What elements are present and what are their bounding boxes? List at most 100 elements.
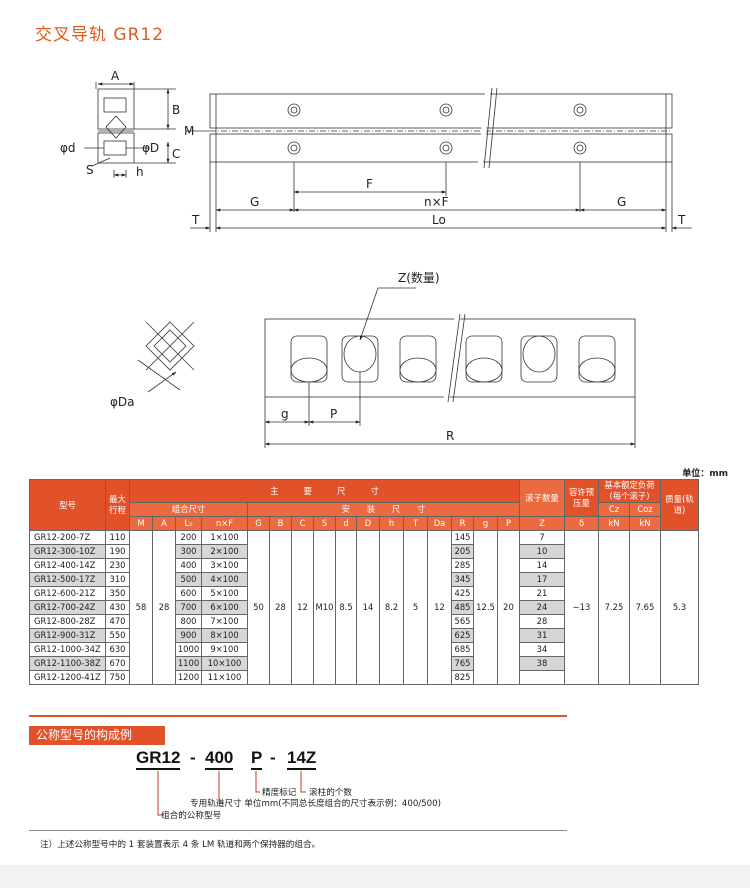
cell-nxF: 6×100	[201, 600, 248, 615]
label-T-right: T	[677, 213, 686, 227]
label-M: M	[184, 124, 194, 138]
rail-upper	[209, 93, 673, 129]
label-phi-d: φd	[60, 141, 76, 155]
label-h: h	[136, 165, 144, 179]
header-g: g	[473, 516, 498, 531]
cell-T: 5	[403, 530, 428, 685]
section-top-block	[97, 88, 135, 130]
technical-drawing: A B C M φd φD S h F G n×F G T Lo T Z(数量)…	[60, 69, 692, 448]
cell-nxF: 11×100	[201, 670, 248, 685]
code-part-precision: P	[251, 748, 263, 770]
header-G: G	[247, 516, 270, 531]
cell-D: 14	[356, 530, 380, 685]
header-S: S	[313, 516, 336, 531]
page-title: 交叉导轨 GR12	[35, 25, 165, 45]
label-G-right: G	[617, 195, 626, 209]
code-part-rollers: 14Z	[287, 748, 317, 770]
cell-L: 1200	[175, 670, 202, 685]
ann-length: 专用轨道尺寸 单位mm(不同总长度组合的尺寸表示例：400/500)	[190, 799, 441, 809]
label-C: C	[172, 147, 180, 161]
header-model: 型号	[29, 479, 106, 531]
cell-R: 485	[451, 600, 474, 615]
code-dash-1: -	[190, 748, 196, 767]
label-S: S	[86, 163, 94, 177]
ann-precision: 精度标记	[262, 788, 297, 798]
header-nxF: n×F	[201, 516, 248, 531]
header-unit-kN2: kN	[629, 516, 661, 531]
page-footer	[0, 865, 750, 888]
cell-nxF: 4×100	[201, 572, 248, 587]
footnote: 注）上述公称型号中的 1 套装置表示 4 条 LM 轨道和两个保持器的组合。	[40, 840, 321, 850]
cell-stroke: 470	[105, 614, 130, 629]
header-main-dims: 主 要 尺 寸	[129, 479, 520, 503]
section-title: 公称型号的构成例	[29, 726, 165, 745]
cell-Z: 28	[519, 614, 565, 629]
cell-g: 12.5	[473, 530, 498, 685]
cell-L: 500	[175, 572, 202, 587]
header-mass: 质量(轨道)	[660, 479, 699, 531]
label-Z: Z(数量)	[398, 270, 440, 285]
label-nxF: n×F	[424, 195, 449, 209]
cell-mass: 5.3	[660, 530, 699, 685]
header-stroke: 最大行程	[105, 479, 130, 531]
cell-model: GR12-1200-41Z	[29, 670, 106, 685]
cell-L: 700	[175, 600, 202, 615]
cell-model: GR12-900-31Z	[29, 628, 106, 643]
cell-L: 300	[175, 544, 202, 559]
header-assembly: 组合尺寸	[129, 502, 248, 517]
cell-L: 900	[175, 628, 202, 643]
cell-Da: 12	[427, 530, 452, 685]
section-divider	[29, 715, 567, 717]
roller-detail	[145, 321, 195, 371]
header-d: d	[335, 516, 357, 531]
code-part-length: 400	[205, 748, 234, 770]
cell-R: 345	[451, 572, 474, 587]
note-divider	[29, 830, 567, 831]
cell-R: 765	[451, 656, 474, 671]
cell-Z: 38	[519, 656, 565, 671]
cell-nxF: 10×100	[201, 656, 248, 671]
retainer-cage	[264, 318, 636, 398]
label-phi-D: φD	[142, 141, 159, 155]
header-B: B	[269, 516, 292, 531]
cell-model: GR12-700-24Z	[29, 600, 106, 615]
cell-model: GR12-500-17Z	[29, 572, 106, 587]
label-F: F	[366, 177, 373, 191]
cell-L: 1100	[175, 656, 202, 671]
header-Coz: Coz	[629, 502, 661, 517]
cell-R: 685	[451, 642, 474, 657]
header-R: R	[451, 516, 474, 531]
cell-Z: 10	[519, 544, 565, 559]
cell-Z	[519, 670, 565, 685]
cell-stroke: 190	[105, 544, 130, 559]
label-T-left: T	[191, 213, 200, 227]
label-R: R	[446, 429, 454, 443]
label-g: g	[281, 407, 289, 421]
spec-table: 型号 最大行程 主 要 尺 寸 滚子数量 容许预压量 基本额定负荷(每个滚子) …	[29, 479, 699, 685]
header-T: T	[403, 516, 428, 531]
code-dash-2: -	[270, 748, 276, 767]
cell-R: 825	[451, 670, 474, 685]
cell-stroke: 750	[105, 670, 130, 685]
ann-model-code: 组合的公称型号	[161, 811, 222, 821]
label-phi-Da: φDa	[110, 395, 135, 409]
cell-R: 205	[451, 544, 474, 559]
rail-lower	[209, 133, 673, 163]
header-h: h	[379, 516, 404, 531]
header-P: P	[497, 516, 520, 531]
code-part-model: GR12	[136, 748, 181, 770]
label-Lo: Lo	[432, 213, 446, 227]
header-A: A	[152, 516, 176, 531]
cell-nxF: 2×100	[201, 544, 248, 559]
cell-A: 28	[152, 530, 176, 685]
header-Z: Z	[519, 516, 565, 531]
